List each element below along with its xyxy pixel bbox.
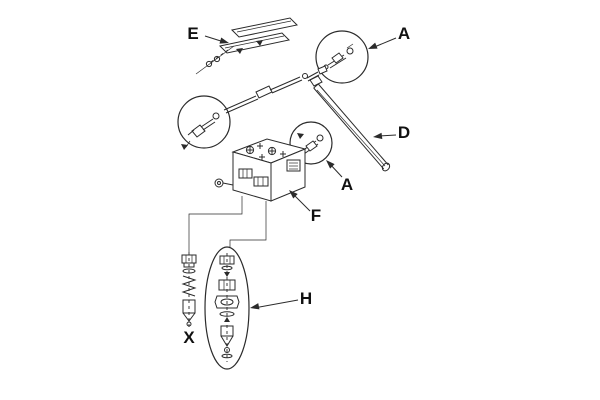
label-f: F [311, 206, 321, 225]
label-h: H [300, 289, 312, 308]
valve-block [214, 138, 307, 202]
cover-plates [195, 17, 299, 75]
connection-lines [188, 196, 267, 252]
arrowhead-icon [219, 37, 229, 44]
part-labels: E A D A F H X [183, 24, 410, 347]
hex-nut [214, 295, 240, 309]
label-a-top: A [398, 24, 410, 43]
label-e: E [187, 24, 198, 43]
tube-d [309, 75, 391, 172]
side-stud [214, 178, 224, 188]
washer [221, 265, 233, 271]
port-cross-marks [245, 143, 286, 160]
callout-circle-fitting-middle [289, 121, 333, 165]
label-d: D [398, 123, 410, 142]
valve-cartridge-x [181, 252, 197, 330]
arrowhead-icon [250, 303, 260, 310]
washer [219, 311, 235, 317]
arrowhead-icon [289, 190, 298, 199]
direction-arrow-icon [224, 272, 230, 277]
direction-arrow-icon [181, 144, 188, 150]
screw-icon [213, 55, 221, 63]
direction-arrow-icon [256, 40, 263, 46]
direction-arrow-icon [297, 133, 304, 139]
poppet [182, 299, 196, 314]
arrowhead-icon [326, 160, 335, 169]
direction-arrow-icon [236, 48, 243, 54]
washer [182, 268, 196, 274]
label-a-mid: A [341, 175, 353, 194]
callout-circle-fitting-top [315, 30, 369, 84]
arrowhead-icon [373, 132, 383, 140]
tie-rod-linkage [223, 65, 328, 114]
direction-arrow-icon [224, 317, 230, 322]
callout-circle-fitting-left [177, 95, 231, 150]
spring [181, 275, 197, 297]
valve-kit-h [204, 246, 250, 370]
label-x: X [183, 328, 195, 347]
arrowhead-icon [368, 42, 378, 49]
screw-icon [205, 60, 213, 68]
label-leader-lines [204, 35, 397, 310]
